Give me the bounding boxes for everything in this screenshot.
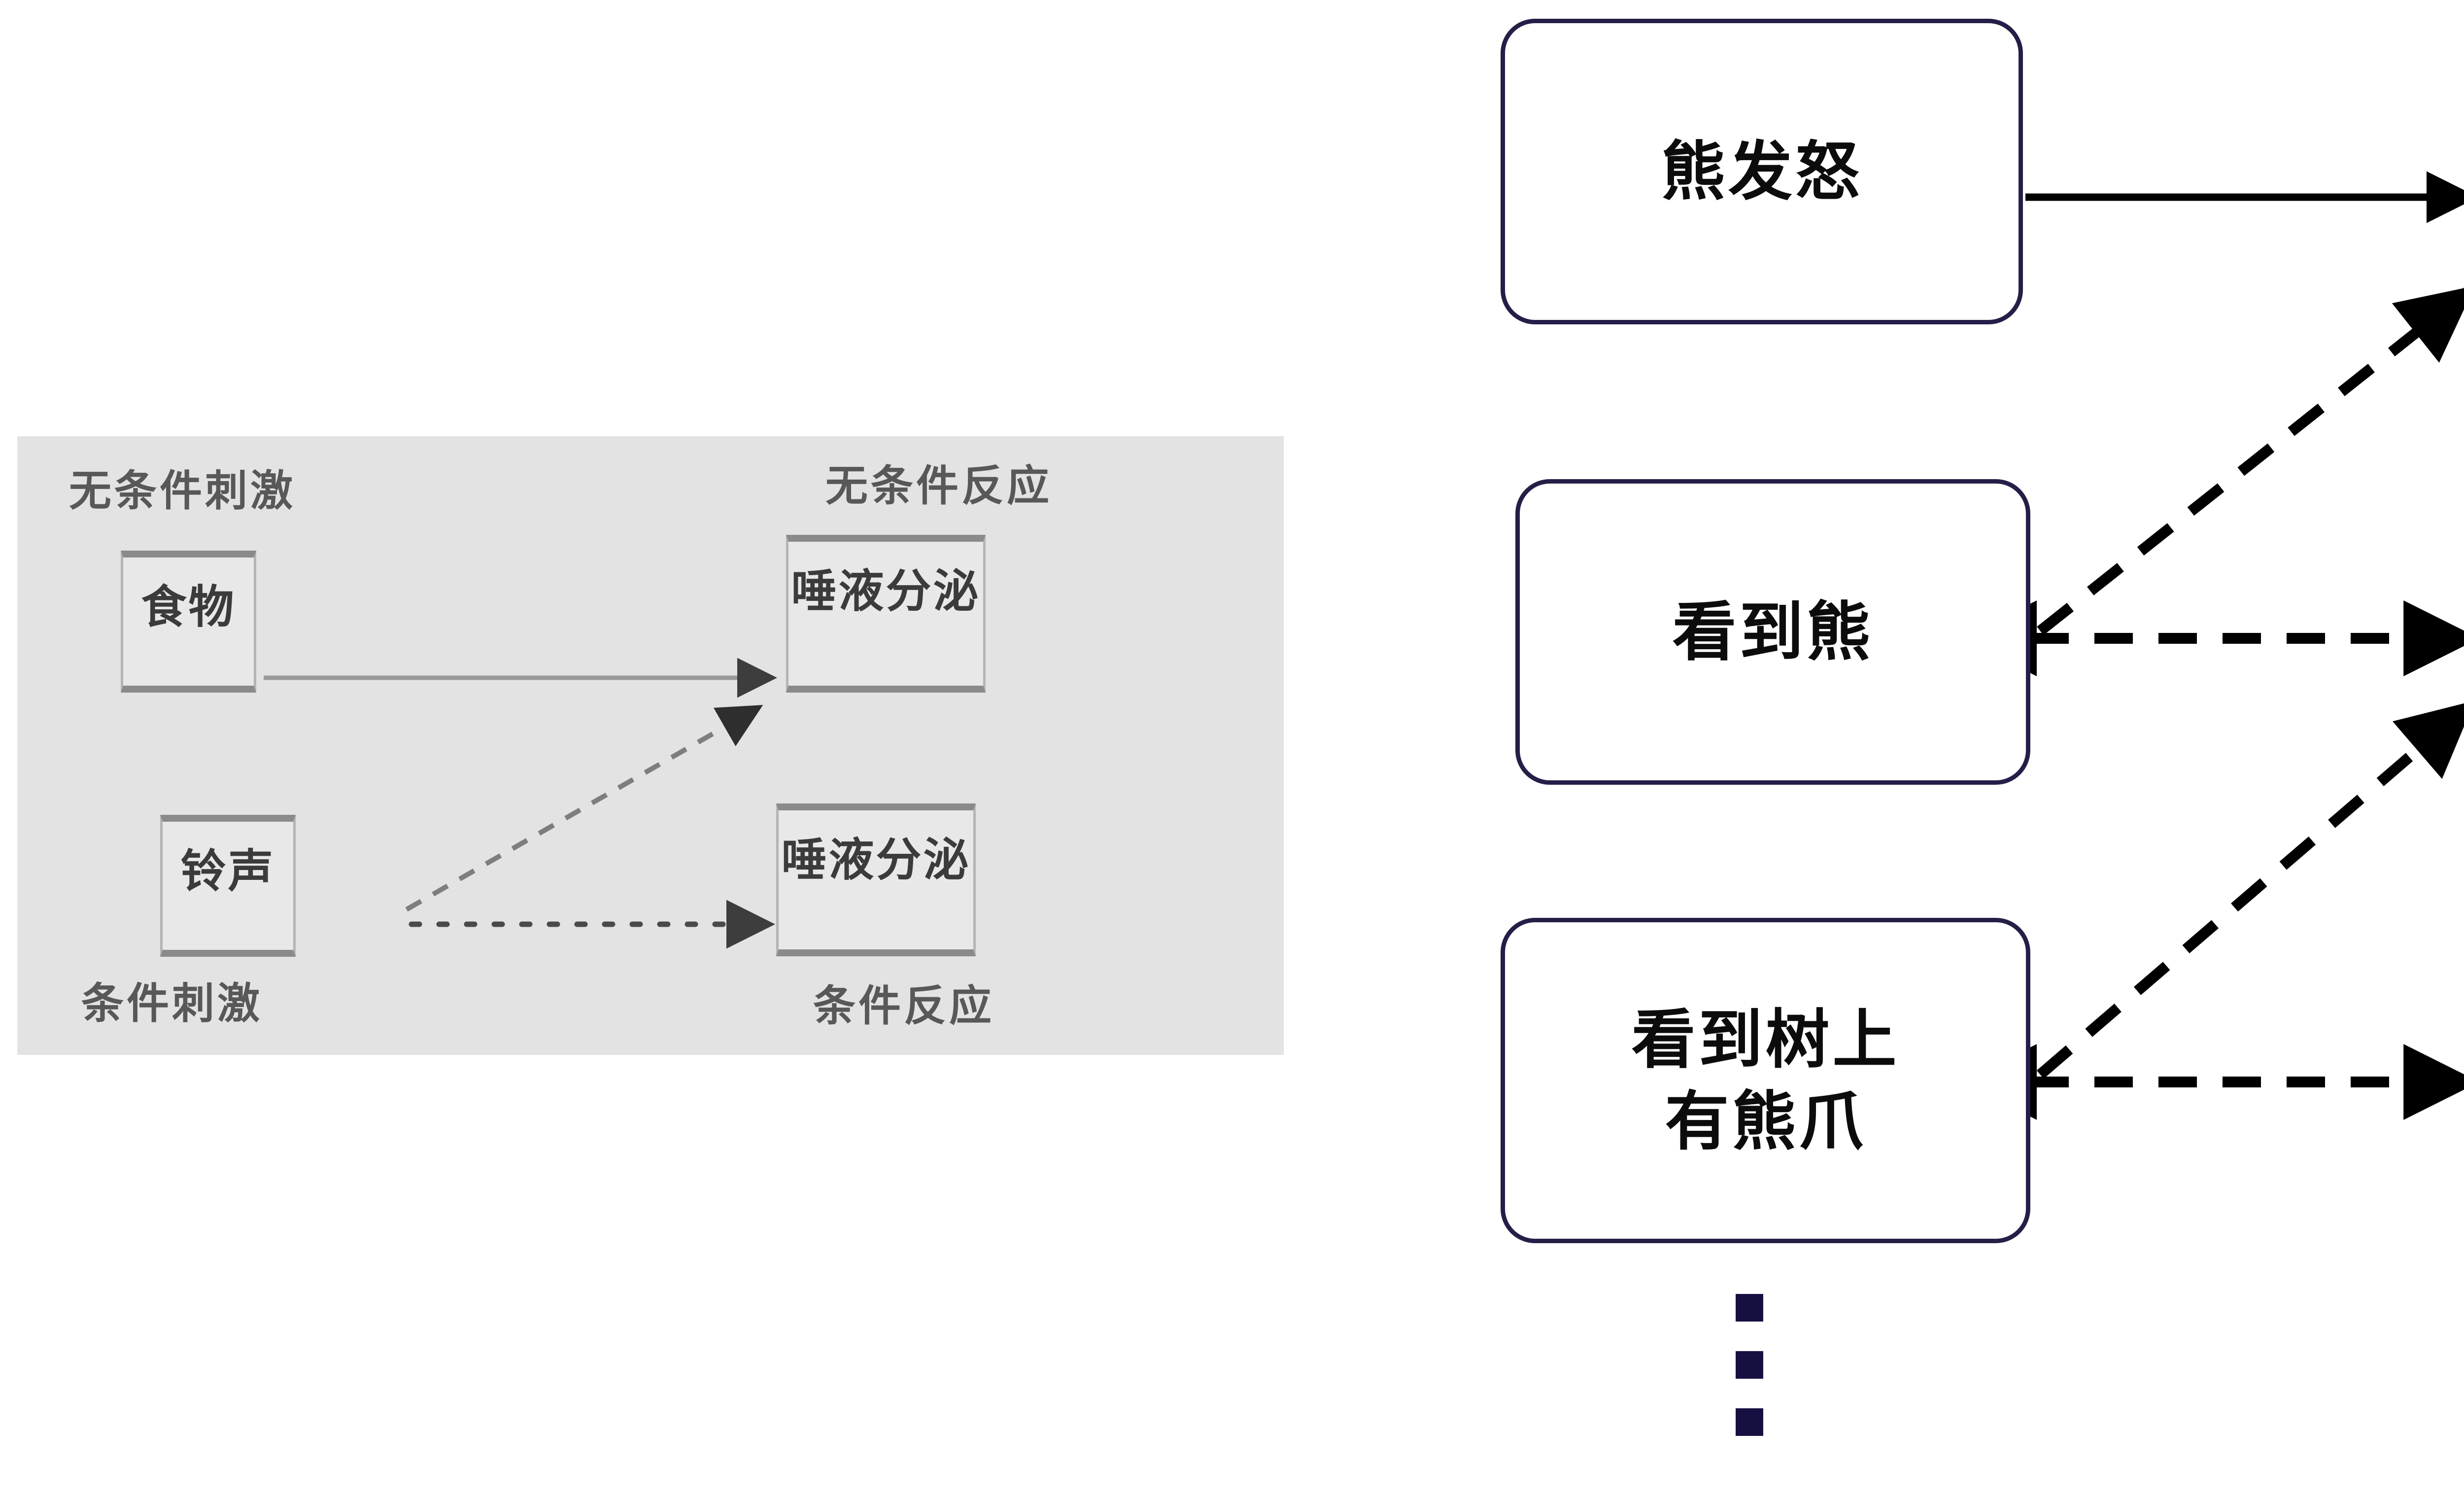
ellipsis-dot — [1736, 1294, 1763, 1322]
node-see-bear[interactable]: 看到熊 — [1515, 479, 2030, 785]
caption-unconditioned-response: 无条件反应 — [825, 461, 1052, 511]
cc-box-bell: 铃声 — [160, 815, 296, 957]
caption-conditioned-stimulus: 条件刺激 — [81, 979, 263, 1028]
caption-unconditioned-stimulus: 无条件刺激 — [69, 466, 296, 516]
value-backup-loop-arrow — [2434, 483, 2464, 1183]
classical-conditioning-panel: 无条件刺激 无条件反应 条件刺激 条件反应 食物 唾液分泌 铃声 唾液分泌 — [17, 436, 1284, 1055]
cc-box-food: 食物 — [121, 551, 256, 693]
node-see-claw-marks[interactable]: 看到树上 有熊爪 — [1501, 918, 2030, 1243]
classical-conditioning-edges — [264, 658, 777, 949]
edge-see-claw-to-v-s-prime — [2036, 700, 2464, 1079]
edge-see-bear-to-reward — [2037, 285, 2464, 635]
node-see-bear-label: 看到熊 — [1672, 594, 1874, 669]
cc-box-salivation-unconditioned-label: 唾液分泌 — [791, 565, 981, 618]
cc-box-salivation-conditioned: 唾液分泌 — [776, 803, 976, 956]
cc-box-food-label: 食物 — [141, 581, 236, 633]
node-bear-angry-label: 熊发怒 — [1661, 134, 1862, 209]
node-bear-angry[interactable]: 熊发怒 — [1501, 19, 2023, 324]
node-see-claw-marks-label: 看到树上 有熊爪 — [1631, 1002, 1900, 1159]
ellipsis-dot — [1736, 1351, 1763, 1379]
ellipsis-dot — [1736, 1408, 1763, 1436]
ellipsis-state-column — [1736, 1294, 1763, 1436]
caption-conditioned-response: 条件反应 — [813, 981, 994, 1031]
edge-bell-to-uncond-salivation — [405, 705, 763, 912]
cc-box-bell-label: 铃声 — [180, 845, 275, 898]
cc-box-salivation-conditioned-label: 唾液分泌 — [781, 834, 971, 886]
cc-box-salivation-unconditioned: 唾液分泌 — [786, 535, 986, 693]
td-learning-diagram: 熊发怒 看到熊 看到树上 有熊爪 奖励 V(s′) V(s) — [1454, 0, 2464, 1499]
